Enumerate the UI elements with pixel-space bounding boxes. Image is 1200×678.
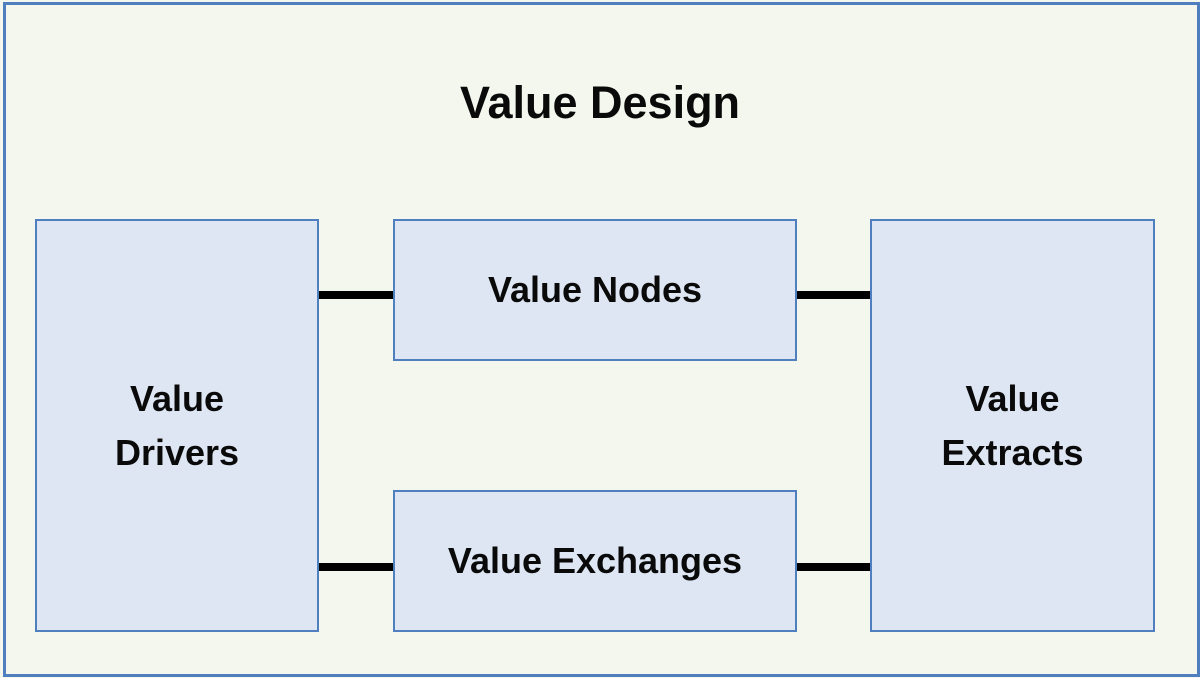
diagram-title: Value Design xyxy=(459,77,741,128)
value-exchanges-box: Value Exchanges xyxy=(393,490,797,632)
value-drivers-box: Value Drivers xyxy=(35,219,319,632)
value-exchanges-label: Value Exchanges xyxy=(447,540,743,581)
connector-drivers-exchanges xyxy=(319,563,394,571)
value-extracts-label-line2: Extracts xyxy=(941,431,1084,473)
connector-nodes-extracts xyxy=(796,291,871,299)
connector-drivers-nodes xyxy=(319,291,394,299)
value-extracts-box: Value Extracts xyxy=(870,219,1155,632)
value-extracts-label-line1: Value xyxy=(965,377,1060,419)
connector-exchanges-extracts xyxy=(796,563,871,571)
value-nodes-label: Value Nodes xyxy=(487,269,703,310)
value-drivers-label-line1: Value xyxy=(129,377,225,419)
value-nodes-box: Value Nodes xyxy=(393,219,797,361)
value-drivers-label-line2: Drivers xyxy=(114,431,240,473)
